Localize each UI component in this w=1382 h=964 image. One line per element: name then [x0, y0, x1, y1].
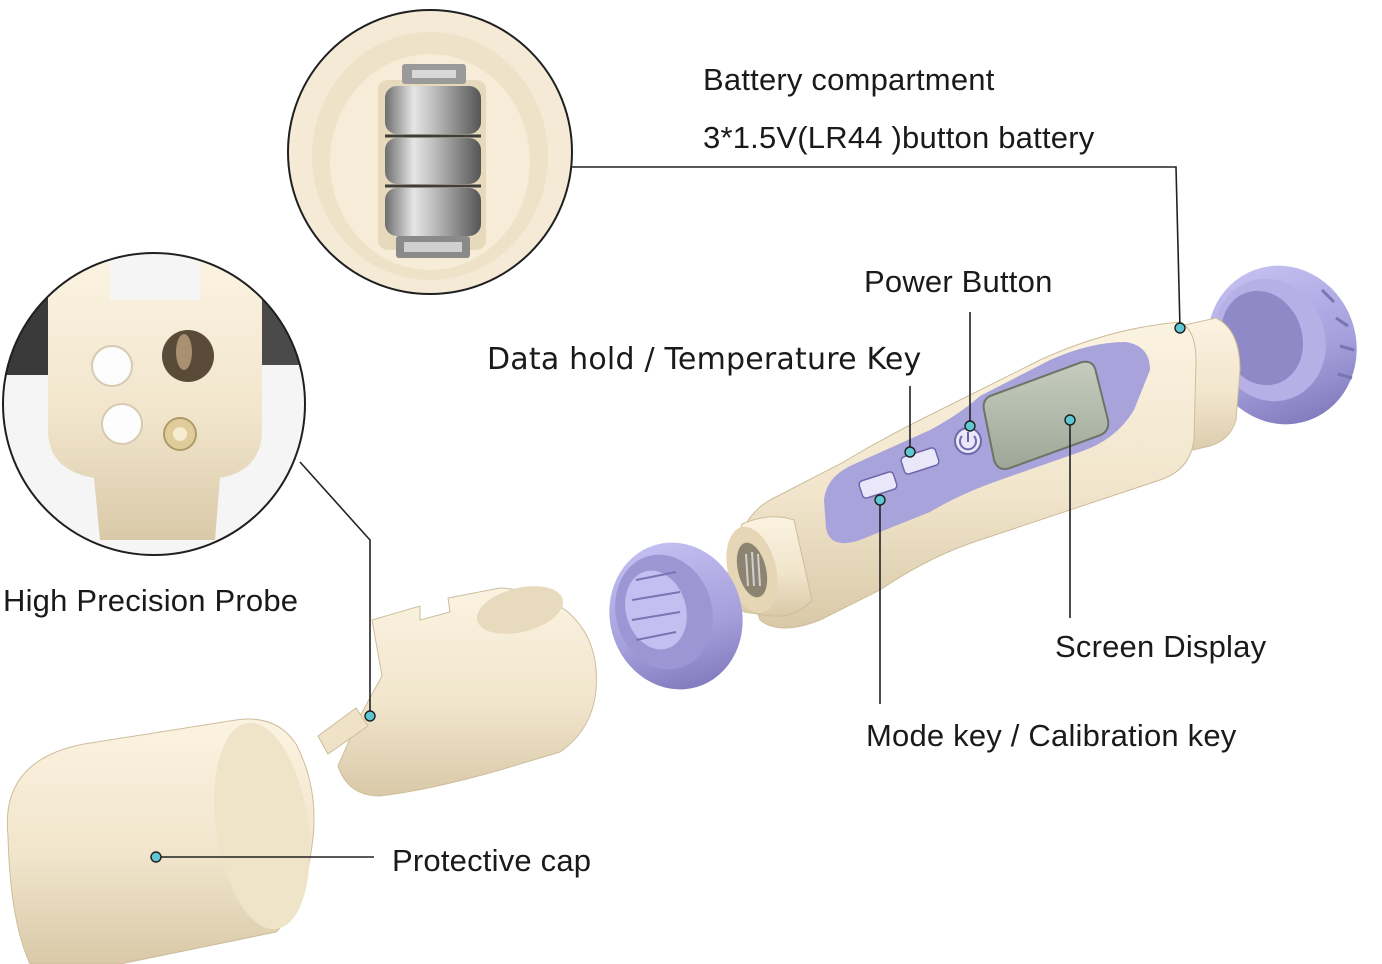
- mode-key-label: Mode key / Calibration key: [866, 718, 1237, 753]
- battery-compartment-label: Battery compartment: [703, 62, 995, 97]
- callout-dot: [904, 446, 916, 458]
- callout-dot: [1064, 414, 1076, 426]
- probe-label: High Precision Probe: [3, 583, 299, 618]
- protective-cap-label: Protective cap: [392, 843, 592, 878]
- mode-key-icon: [858, 471, 898, 499]
- screen-display-label: Screen Display: [1055, 629, 1267, 664]
- callout-dot: [150, 851, 162, 863]
- callout-dots: [150, 322, 1186, 863]
- end-cap: [1207, 265, 1357, 425]
- probe-zoom-circle: [2, 252, 306, 556]
- battery-zoom-circle: [287, 9, 573, 295]
- callout-dot: [964, 420, 976, 432]
- callout-dot: [364, 710, 376, 722]
- leader-lines: [156, 166, 1181, 858]
- data-hold-label: Data hold / Temperature Key: [487, 342, 922, 377]
- protective-cap-illustration: [6, 718, 315, 964]
- probe-tip: [317, 586, 597, 797]
- battery-cell: [385, 86, 481, 134]
- battery-cell: [385, 138, 481, 184]
- callout-dot: [874, 494, 886, 506]
- ring-nut: [609, 542, 743, 690]
- callout-dot: [1174, 322, 1186, 334]
- battery-cell: [385, 188, 481, 236]
- power-button-label: Power Button: [864, 264, 1053, 299]
- power-button-icon: [954, 427, 982, 455]
- lcd-screen: [982, 360, 1110, 470]
- meter-body: [726, 317, 1241, 629]
- battery-spec-label: 3*1.5V(LR44 )button battery: [703, 120, 1095, 155]
- data-hold-key-icon: [900, 447, 940, 475]
